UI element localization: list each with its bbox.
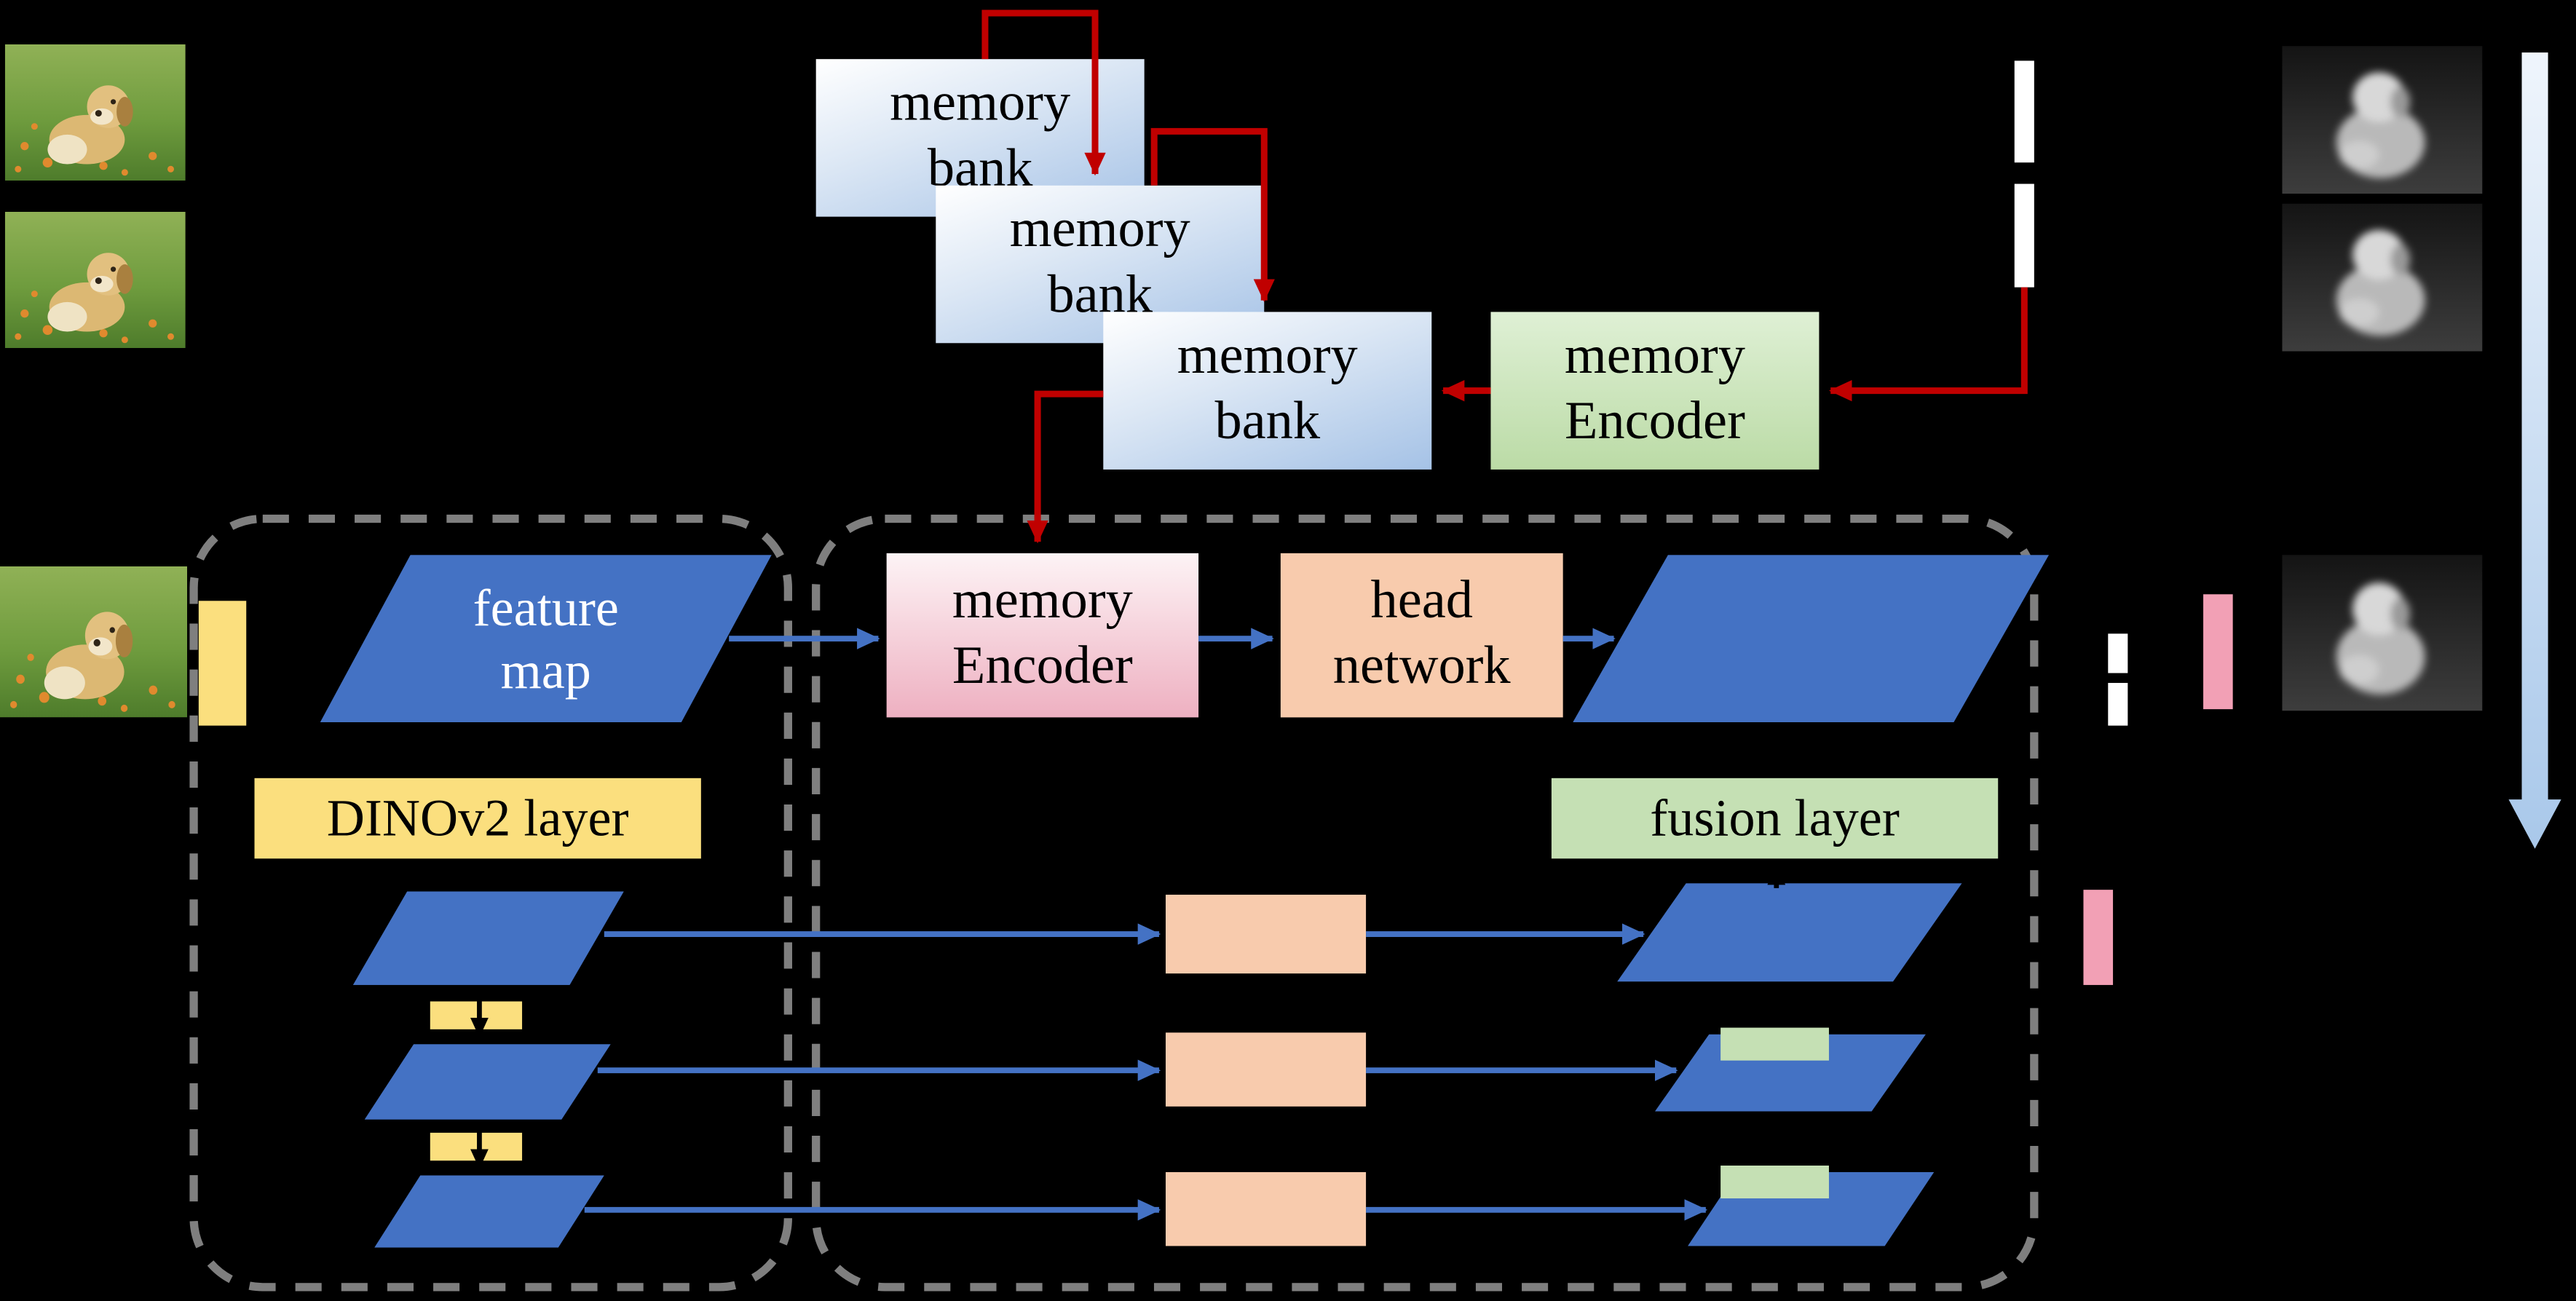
memory-encoder-top-box: memory Encoder <box>1490 312 1820 470</box>
head-block-1 <box>1165 894 1367 974</box>
memory-token-bar-1 <box>2014 60 2034 163</box>
output-token-bar-1 <box>2108 633 2128 673</box>
head-network-label: head network <box>1332 572 1511 697</box>
memory-encoder-top-label: memory Encoder <box>1564 327 1745 452</box>
pink-token-bar-2 <box>2083 890 2114 985</box>
fusion-layer-box: fusion layer <box>1551 778 1999 859</box>
memory-encoder-main-label: memory Encoder <box>952 572 1133 697</box>
feature-parallelogram-l3 <box>364 1044 611 1120</box>
output-feature-parallelogram <box>1573 555 2050 723</box>
feature-map-parallelogram: feature map <box>320 555 772 723</box>
memory-token-bar-2 <box>2014 183 2034 288</box>
memory-bank-1-label: memory bank <box>890 74 1071 199</box>
dinov2-layer-box: DINOv2 layer <box>254 778 701 859</box>
memory-bank-2-label: memory bank <box>1009 201 1190 325</box>
downsample-block-2 <box>430 1132 523 1161</box>
memory-bank-3-label: memory bank <box>1177 327 1358 452</box>
output-token-bar-2 <box>2108 683 2128 726</box>
depth-map-current-image <box>2282 555 2482 711</box>
head-block-2 <box>1165 1032 1367 1107</box>
input-frame-current-image <box>0 566 188 718</box>
blue-arrows-group <box>584 628 1708 1221</box>
memory-bank-3-box: memory bank <box>1103 312 1432 470</box>
fusion-block-2 <box>1720 1165 1829 1199</box>
input-frame-2-image <box>4 211 186 349</box>
input-frame-1-image <box>4 44 186 181</box>
feature-map-label: feature map <box>473 577 619 700</box>
timeline-arrow <box>2508 52 2561 849</box>
dinov2-layer-label: DINOv2 layer <box>326 788 629 848</box>
pink-token-bar-1 <box>2203 594 2233 710</box>
fusion-layer-label: fusion layer <box>1650 788 1900 848</box>
fusion-block-1 <box>1720 1027 1829 1061</box>
depth-map-1-image <box>2282 46 2482 194</box>
feature-parallelogram-r2 <box>1617 883 1962 982</box>
downsample-block-1 <box>430 1001 523 1029</box>
feature-parallelogram-l2 <box>352 891 624 985</box>
head-block-3 <box>1165 1171 1367 1246</box>
token-bar-yellow <box>198 601 247 726</box>
head-network-box: head network <box>1280 553 1563 718</box>
depth-map-2-image <box>2282 204 2482 352</box>
memory-encoder-main-box: memory Encoder <box>886 553 1199 718</box>
arrow-depth-to-memory-encoder <box>1828 287 2028 402</box>
arrow-bank3-to-main-encoder <box>1027 390 1104 544</box>
feature-parallelogram-l4 <box>374 1175 604 1248</box>
